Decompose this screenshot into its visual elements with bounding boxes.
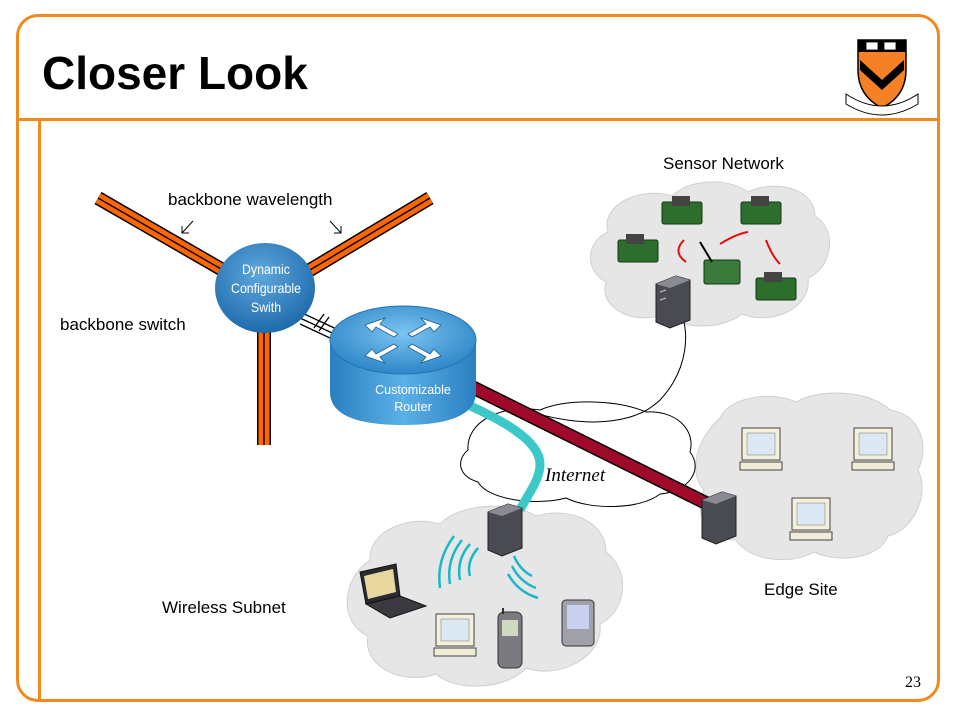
wireless-subnet-cloud bbox=[346, 505, 624, 687]
desktop-computer-icon bbox=[789, 497, 833, 541]
desktop-computer-icon bbox=[851, 427, 895, 471]
sensor-board-icon bbox=[617, 234, 659, 263]
router-wireless-link bbox=[450, 393, 545, 513]
sensor-board-icon bbox=[740, 196, 782, 225]
sensor-network-label: Sensor Network bbox=[663, 154, 784, 173]
wireless-signal-icon bbox=[438, 535, 539, 600]
router-edge-link bbox=[458, 375, 716, 513]
page-title: Closer Look bbox=[42, 47, 308, 99]
desktop-computer-icon bbox=[433, 613, 477, 657]
sensor-board-icon bbox=[661, 196, 703, 225]
wavelength-pointer-arrows bbox=[181, 220, 342, 234]
access-point-server-icon bbox=[487, 503, 523, 557]
router-label: Customizable Router bbox=[352, 382, 474, 416]
page-number: 23 bbox=[905, 674, 921, 691]
title-divider bbox=[19, 118, 937, 121]
router-label-line2: Router bbox=[394, 400, 432, 414]
edge-site-devices bbox=[701, 427, 895, 545]
slide-frame bbox=[16, 14, 940, 702]
mobile-phone-icon bbox=[497, 608, 523, 669]
backbone-switch-label: backbone switch bbox=[60, 315, 186, 334]
backbone-wavelength-label: backbone wavelength bbox=[168, 190, 333, 209]
internet-label: Internet bbox=[545, 465, 606, 486]
sensor-board-icon bbox=[755, 272, 797, 301]
laptop-icon bbox=[359, 563, 428, 619]
princeton-shield-icon bbox=[845, 39, 919, 116]
sensor-nodes bbox=[617, 196, 797, 301]
desktop-computer-icon bbox=[739, 427, 783, 471]
wireless-card-icon bbox=[699, 241, 741, 285]
router-icon bbox=[329, 305, 477, 425]
dynamic-switch-icon bbox=[215, 243, 315, 333]
server-icon bbox=[701, 491, 737, 545]
wireless-subnet-devices bbox=[359, 503, 595, 669]
wireless-subnet-label: Wireless Subnet bbox=[162, 598, 286, 617]
switch-label: Dynamic Configurable Swith bbox=[221, 260, 311, 317]
edge-site-label: Edge Site bbox=[764, 580, 838, 599]
switch-label-line1: Dynamic bbox=[242, 261, 290, 277]
switch-label-line2: Configurable bbox=[231, 280, 301, 296]
sensor-gateway-server-icon bbox=[655, 275, 691, 329]
switch-label-line3: Swith bbox=[250, 299, 282, 315]
left-divider bbox=[38, 118, 41, 699]
radio-link-arrows bbox=[677, 231, 781, 265]
router-label-line1: Customizable bbox=[375, 383, 451, 397]
pda-icon bbox=[561, 599, 595, 647]
